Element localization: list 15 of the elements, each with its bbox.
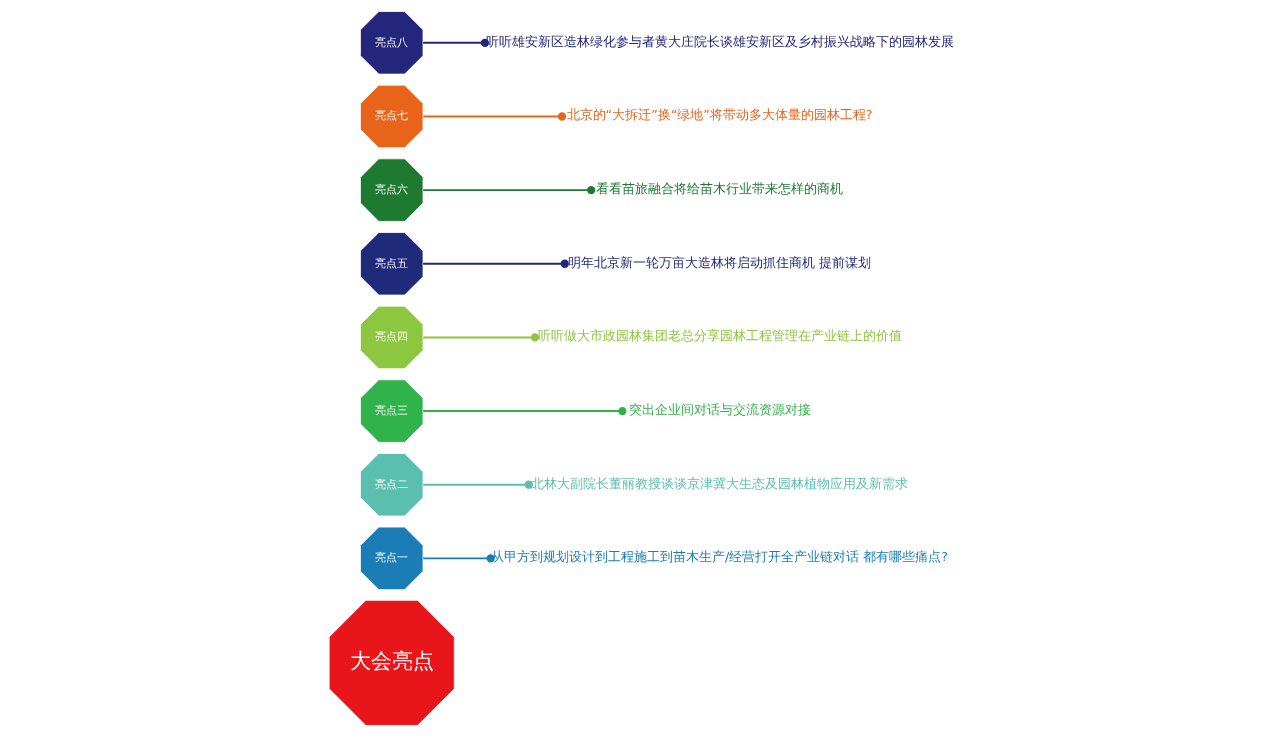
node-text: 明年北京新一轮万亩大造林将启动抓住商机 提前谋划 (568, 254, 872, 270)
node-text: 北京的“大拆迁”换“绿地”将带动多大体量的园林工程? (566, 107, 873, 123)
connector (422, 480, 533, 489)
connector (422, 112, 567, 121)
connector (422, 259, 569, 268)
connector (422, 406, 627, 416)
connector (422, 38, 490, 47)
connector (422, 333, 540, 342)
connector (422, 185, 596, 195)
connector (422, 554, 495, 563)
node-text: 从甲方到规划设计到工程施工到苗木生产/经营打开全产业链对话 都有哪些痛点? (491, 549, 949, 565)
node-text: 听听做大市政园林集团老总分享园林工程管理在产业链上的价值 (537, 328, 902, 344)
node-text: 突出企业间对话与交流资源对接 (628, 402, 811, 418)
node-text: 看看苗旅融合将给苗木行业带来怎样的商机 (596, 181, 844, 197)
node-text: 北林大副院长董丽教授谈谈京津冀大生态及园林植物应用及新需求 (531, 475, 909, 491)
